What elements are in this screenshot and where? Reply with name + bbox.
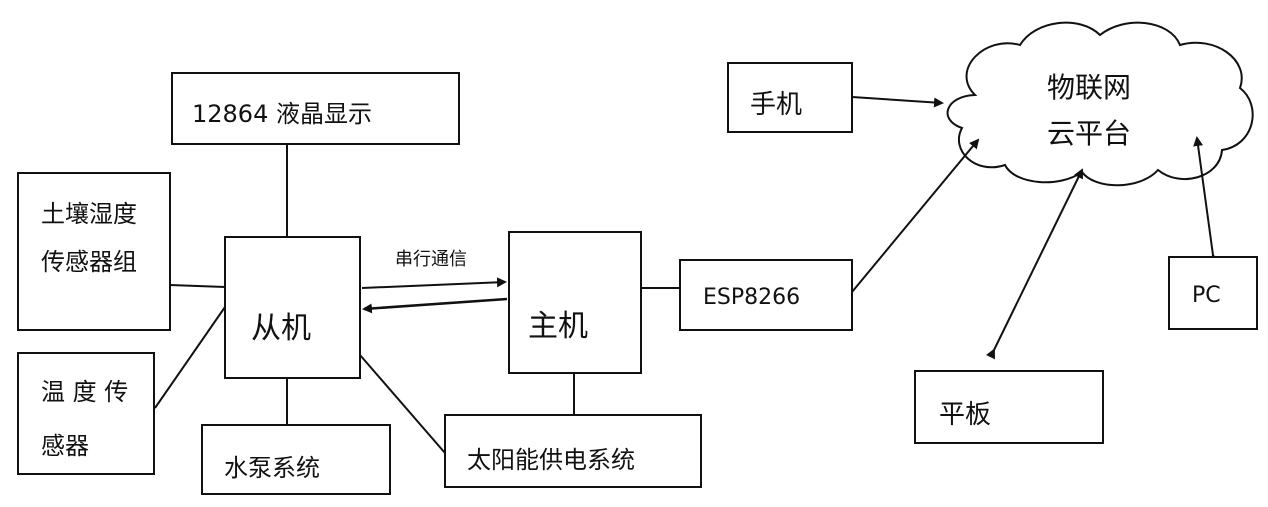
pc-box: PC [1168,256,1258,330]
soil-sensor-label-1: 土壤湿度 [41,200,137,228]
esp-box: ESP8266 [679,259,853,331]
cloud-shape [946,21,1254,187]
serial-arrow-to-slave [362,297,508,314]
pc-label: PC [1192,283,1221,308]
link-soil-slave [169,284,226,288]
arrow-pc-cloud [1193,136,1220,264]
phone-box: 手机 [727,62,853,133]
temp-sensor-label-2: 感器 [41,432,89,460]
soil-sensor-box: 土壤湿度 传感器组 [17,172,171,331]
pump-box: 水泵系统 [201,424,391,495]
master-label: 主机 [528,309,588,344]
esp-label: ESP8266 [703,285,801,310]
arrow-tablet-cloud [985,168,1083,360]
serial-comm-label: 串行通信 [395,249,467,270]
master-box: 主机 [508,231,642,374]
slave-box: 从机 [224,236,361,379]
tablet-label: 平板 [939,400,992,430]
pump-label: 水泵系统 [224,454,320,482]
serial-arrow-to-master [361,277,507,289]
temp-sensor-label-1: 温 度 传 [41,378,129,406]
phone-label: 手机 [750,90,803,120]
cloud-label-2: 云平台 [1047,117,1132,150]
tablet-box: 平板 [914,370,1104,444]
link-slave-solar [359,354,446,454]
solar-label: 太阳能供电系统 [467,446,635,474]
solar-box: 太阳能供电系统 [444,414,702,488]
temp-sensor-box: 温 度 传 感器 [17,352,155,475]
arrow-phone-cloud [843,91,944,108]
slave-label: 从机 [251,311,311,346]
arrow-esp-cloud [843,138,980,302]
lcd-label: 12864 液晶显示 [192,100,372,128]
soil-sensor-label-2: 传感器组 [41,248,137,276]
lcd-box: 12864 液晶显示 [171,72,460,145]
link-temp-slave [154,306,226,409]
cloud-label-1: 物联网 [1047,71,1132,104]
